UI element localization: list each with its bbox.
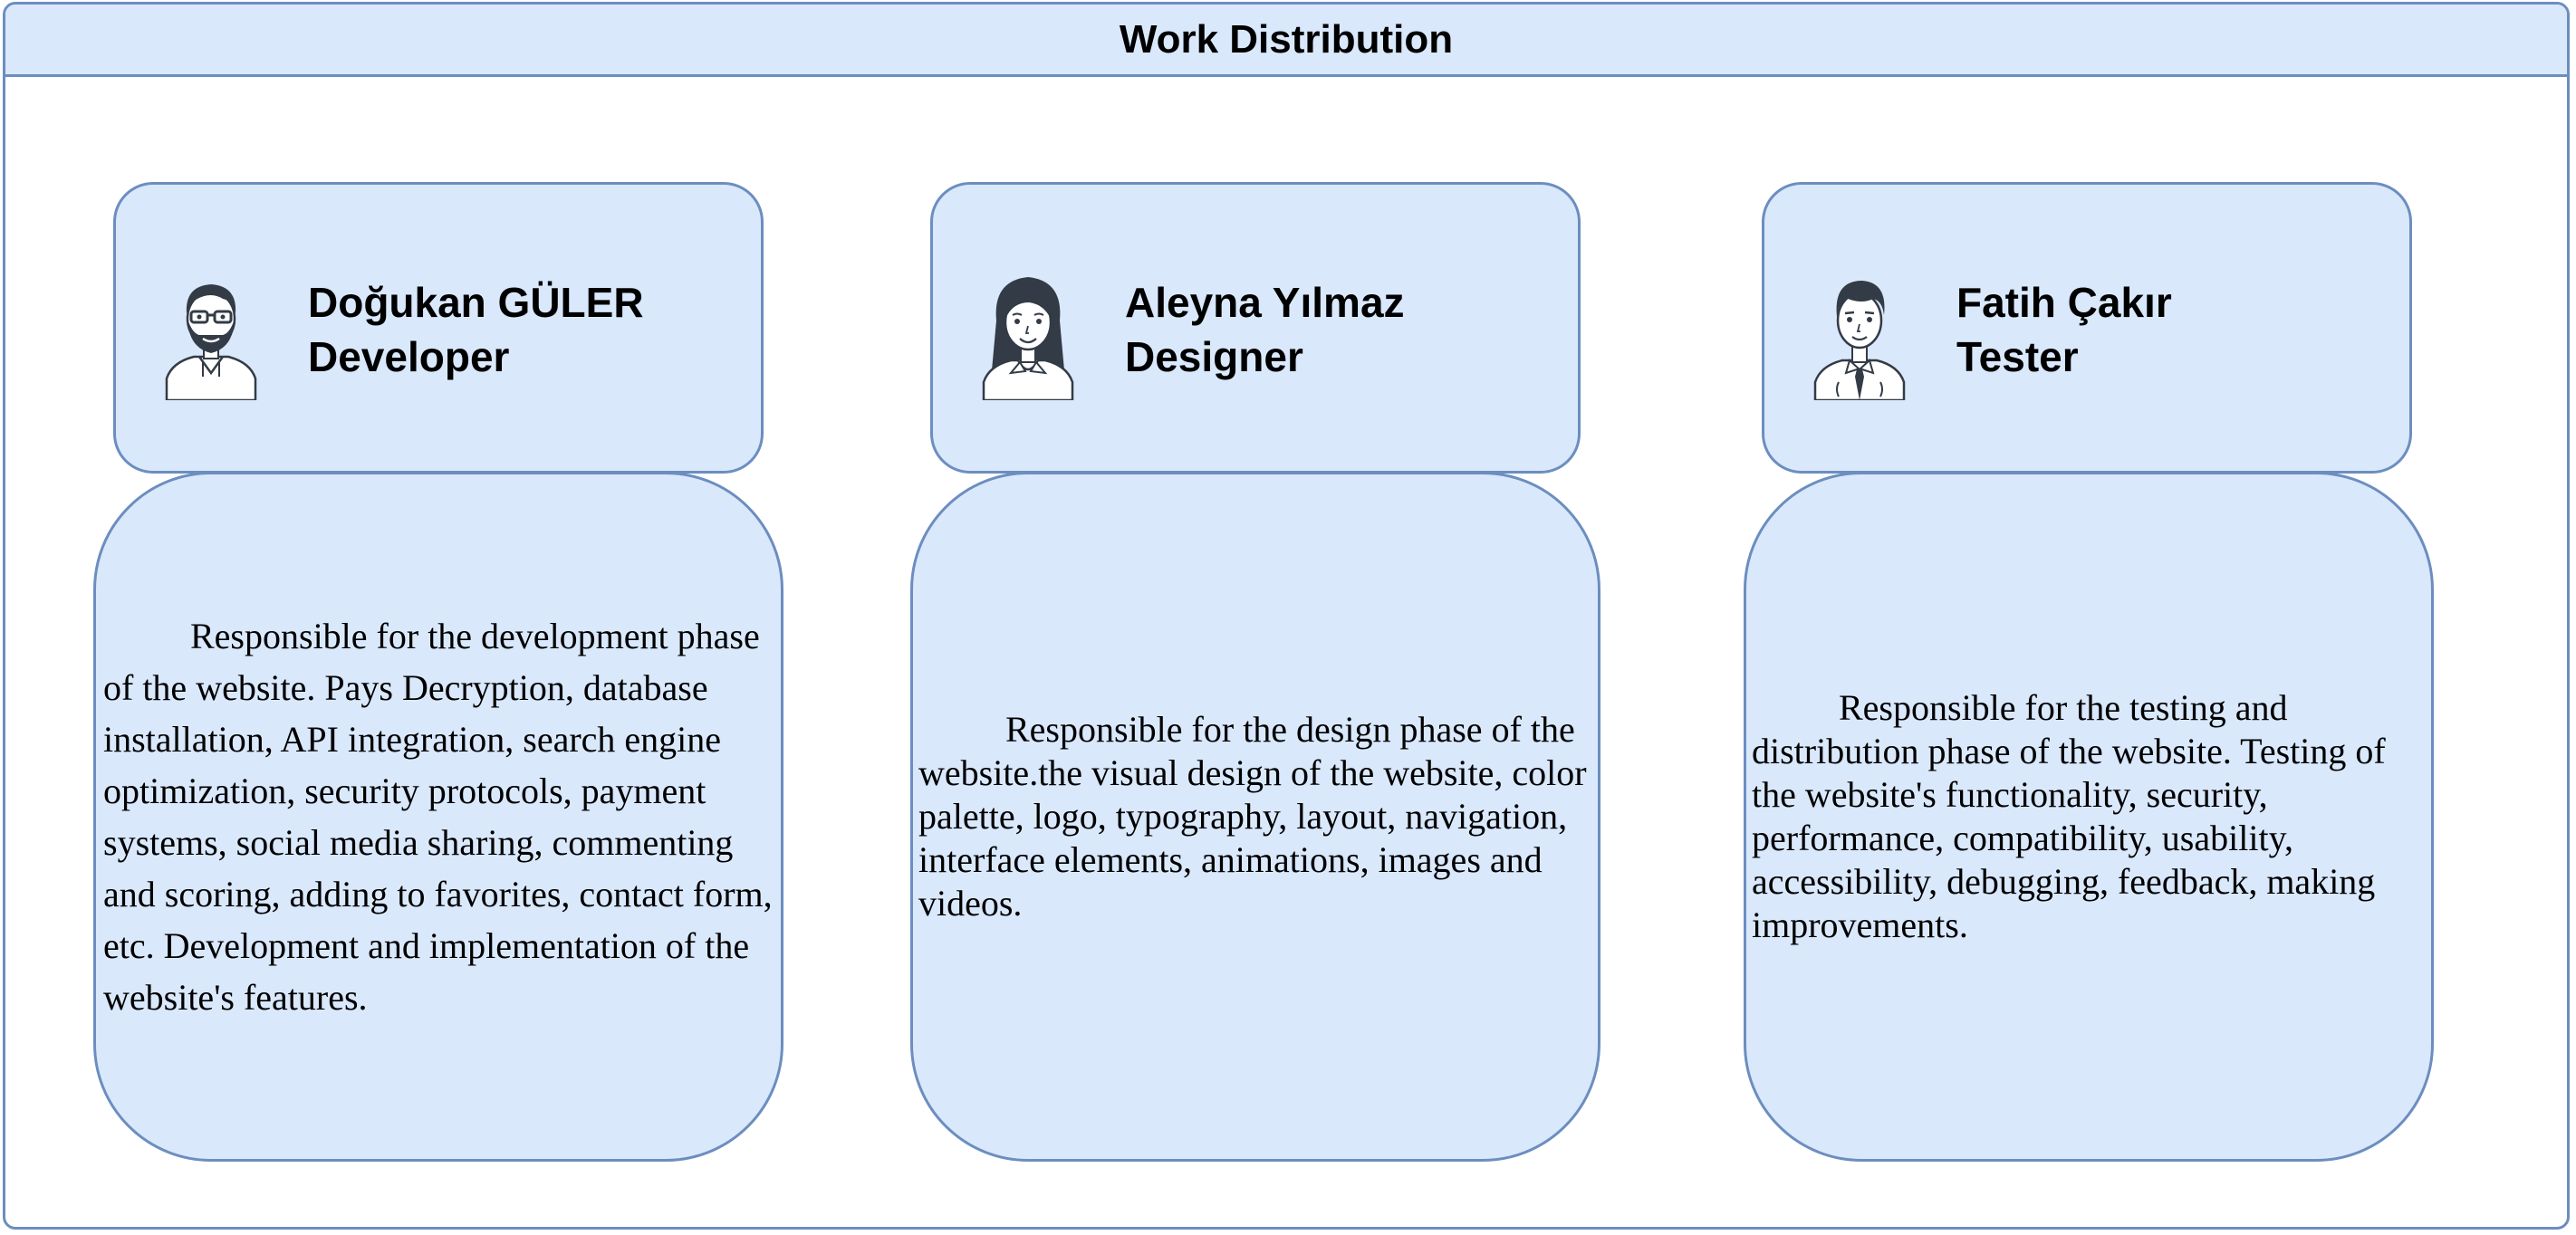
- member-role: Developer: [308, 333, 510, 380]
- developer-card: Doğukan GÜLER Developer: [113, 182, 764, 474]
- member-description: Responsible for the development phase of…: [103, 616, 773, 1018]
- man-with-tie-icon: [1813, 281, 1906, 400]
- designer-description-card: Responsible for the design phase of the …: [910, 472, 1600, 1162]
- member-role: Tester: [1956, 333, 2079, 380]
- container-header: Work Distribution: [5, 5, 2567, 77]
- developer-description-card: Responsible for the development phase of…: [93, 472, 783, 1162]
- woman-icon: [982, 277, 1074, 400]
- member-name: Doğukan GÜLER: [308, 279, 644, 326]
- diagram-title: Work Distribution: [1119, 16, 1454, 62]
- tester-card: Fatih Çakır Tester: [1762, 182, 2412, 474]
- member-description: Responsible for the design phase of the …: [918, 709, 1587, 924]
- tester-description-card: Responsible for the testing and distribu…: [1744, 472, 2434, 1162]
- member-description: Responsible for the testing and distribu…: [1752, 687, 2386, 945]
- member-name: Fatih Çakır: [1956, 279, 2172, 326]
- designer-card: Aleyna Yılmaz Designer: [930, 182, 1581, 474]
- member-role: Designer: [1125, 333, 1303, 380]
- member-name: Aleyna Yılmaz: [1125, 279, 1405, 326]
- bearded-man-with-glasses-icon: [165, 284, 257, 400]
